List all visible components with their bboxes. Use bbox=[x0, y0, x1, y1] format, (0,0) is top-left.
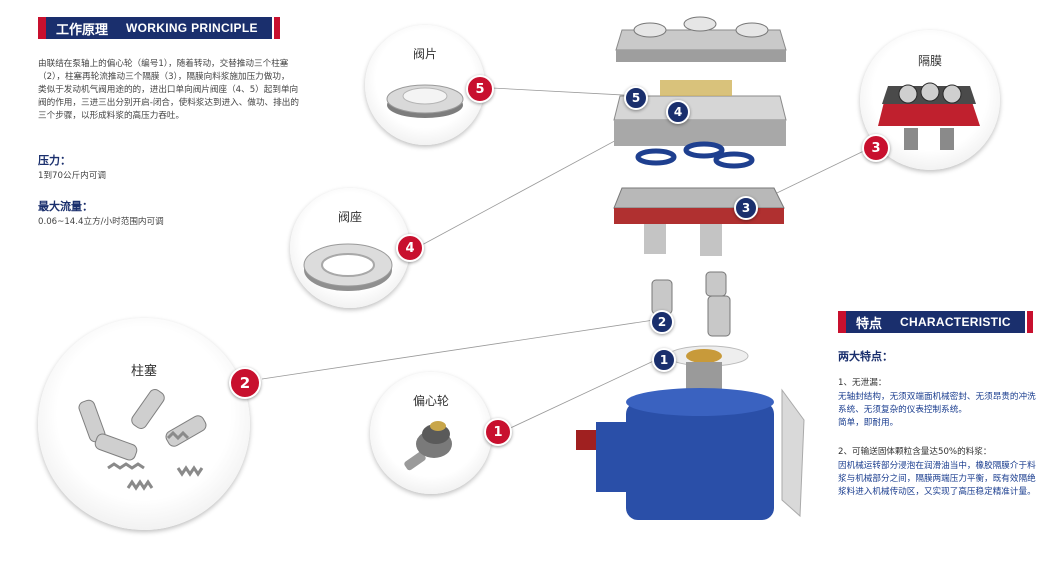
feature-2: 2、可输送固体颗粒含量达50%的料浆： 因机械运转部分浸泡在润滑油当中，橡胶隔膜… bbox=[838, 445, 1053, 499]
diaphragm-icon bbox=[878, 82, 980, 150]
feature-1: 1、无泄漏： 无轴封结构，无须双端面机械密封、无须昂贵的冲洗 系统、无须复杂的仪… bbox=[838, 376, 1053, 430]
eccentric-wheel-icon bbox=[404, 421, 452, 471]
assembly-marker-4: 4 bbox=[666, 100, 690, 124]
plunger-icon bbox=[78, 389, 207, 491]
callout-plunger: 柱塞 bbox=[38, 318, 250, 530]
pressure-value: 1到70公斤内可调 bbox=[38, 171, 106, 181]
characteristic-title-cn: 特点 bbox=[856, 316, 883, 332]
assembly-marker-3: 3 bbox=[734, 196, 758, 220]
callout-number-3: 3 bbox=[862, 134, 890, 162]
seal-rings bbox=[635, 141, 755, 169]
assembly-marker-1: 1 bbox=[652, 348, 676, 372]
valve-block bbox=[613, 80, 787, 146]
plunger-title: 柱塞 bbox=[130, 364, 157, 379]
assembly-marker-5: 5 bbox=[624, 86, 648, 110]
assembly-marker-2: 2 bbox=[650, 310, 674, 334]
valve-seat-title: 阀座 bbox=[337, 210, 362, 224]
diaphragm-plate bbox=[613, 187, 785, 256]
top-cover bbox=[615, 16, 787, 62]
callout-number-1: 1 bbox=[484, 418, 512, 446]
feature-2-title: 2、可输送固体颗粒含量达50%的料浆： bbox=[838, 447, 992, 457]
characteristic-header: 特点 CHARACTERISTIC bbox=[838, 311, 1033, 333]
pressure-label: 压力： bbox=[38, 154, 71, 167]
callout-eccentric-wheel: 偏心轮 bbox=[370, 372, 492, 494]
callout-valve-seat: 阀座 bbox=[290, 188, 410, 308]
valve-plate-title: 阀片 bbox=[412, 47, 437, 61]
feature-1-title: 1、无泄漏： bbox=[838, 378, 887, 388]
callout-valve-plate: 阀片 bbox=[365, 25, 485, 145]
pump-body bbox=[576, 388, 805, 520]
intro-paragraph: 由联结在泵轴上的偏心轮（编号1），随着转动，交替推动三个柱塞 （2），柱塞再轮流… bbox=[38, 59, 299, 121]
header-title-en: WORKING PRINCIPLE bbox=[126, 21, 258, 35]
eccentric-title: 偏心轮 bbox=[412, 394, 449, 408]
working-principle-header: 工作原理 WORKING PRINCIPLE bbox=[38, 17, 280, 39]
valve-seat-icon bbox=[303, 243, 393, 291]
header-title-cn: 工作原理 bbox=[56, 22, 109, 38]
characteristic-title-en: CHARACTERISTIC bbox=[900, 315, 1011, 329]
diaphragm-title: 隔膜 bbox=[917, 54, 942, 68]
callout-number-2: 2 bbox=[229, 367, 261, 399]
flow-label: 最大流量： bbox=[38, 200, 93, 213]
callout-number-4: 4 bbox=[396, 234, 424, 262]
features-heading: 两大特点： bbox=[838, 350, 893, 363]
flow-value: 0.06~14.4立方/小时范围内可调 bbox=[38, 217, 164, 227]
callout-number-5: 5 bbox=[466, 75, 494, 103]
plungers bbox=[651, 271, 731, 337]
valve-plate-icon bbox=[386, 84, 464, 118]
